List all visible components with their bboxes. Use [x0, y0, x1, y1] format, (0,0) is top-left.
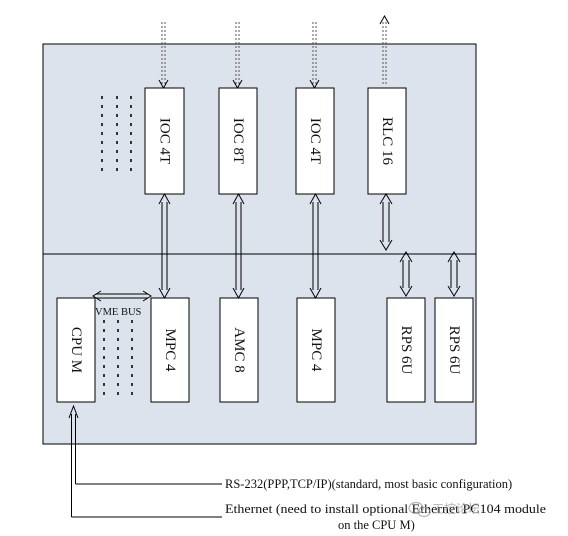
top-incoming-lines	[161, 22, 387, 86]
module-label: RLC 16	[379, 117, 395, 165]
ethernet-connection-label-2: on the CPU M)	[338, 518, 415, 532]
module-label: RPS 6U	[446, 326, 462, 375]
module-label: CPU M	[68, 327, 84, 373]
module-ioc-4t-b: IOC 4T	[295, 87, 335, 195]
module-amc-8: AMC 8	[219, 297, 259, 403]
module-label: MPC 4	[162, 329, 178, 372]
module-label: MPC 4	[308, 329, 324, 372]
module-rps-6u-b: RPS 6U	[434, 297, 474, 403]
top-slot-dots	[101, 96, 132, 172]
module-ioc-4t-a: IOC 4T	[144, 87, 185, 195]
cpu-connection-lines	[68, 404, 222, 518]
module-label: IOC 4T	[157, 118, 173, 164]
module-mpc-4-a: MPC 4	[150, 297, 190, 403]
watermark-text: 工控论坛	[432, 502, 480, 516]
vme-bus-arrow	[92, 290, 152, 302]
wechat-icon	[408, 501, 431, 518]
vme-bus-label: VME BUS	[95, 307, 142, 318]
module-label: RPS 6U	[398, 326, 414, 375]
module-label: IOC 8T	[230, 118, 246, 164]
bottom-slot-dots	[103, 320, 133, 398]
module-rps-6u-a: RPS 6U	[386, 297, 426, 403]
module-mpc-4-b: MPC 4	[296, 297, 336, 403]
top-chassis-panel	[42, 43, 477, 255]
module-rlc-16: RLC 16	[367, 87, 407, 195]
module-cpu-m: CPU M	[56, 297, 96, 403]
module-label: IOC 4T	[307, 118, 323, 164]
module-label: AMC 8	[231, 327, 247, 372]
watermark: 工控论坛	[408, 501, 480, 518]
ethernet-connection-label-1: Ethernet (need to install optional Ether…	[225, 502, 547, 516]
rs232-connection-label: RS-232(PPP,TCP/IP)(standard, most basic …	[225, 477, 512, 491]
bidirectional-arrows	[158, 192, 461, 300]
module-ioc-8t: IOC 8T	[218, 87, 258, 195]
